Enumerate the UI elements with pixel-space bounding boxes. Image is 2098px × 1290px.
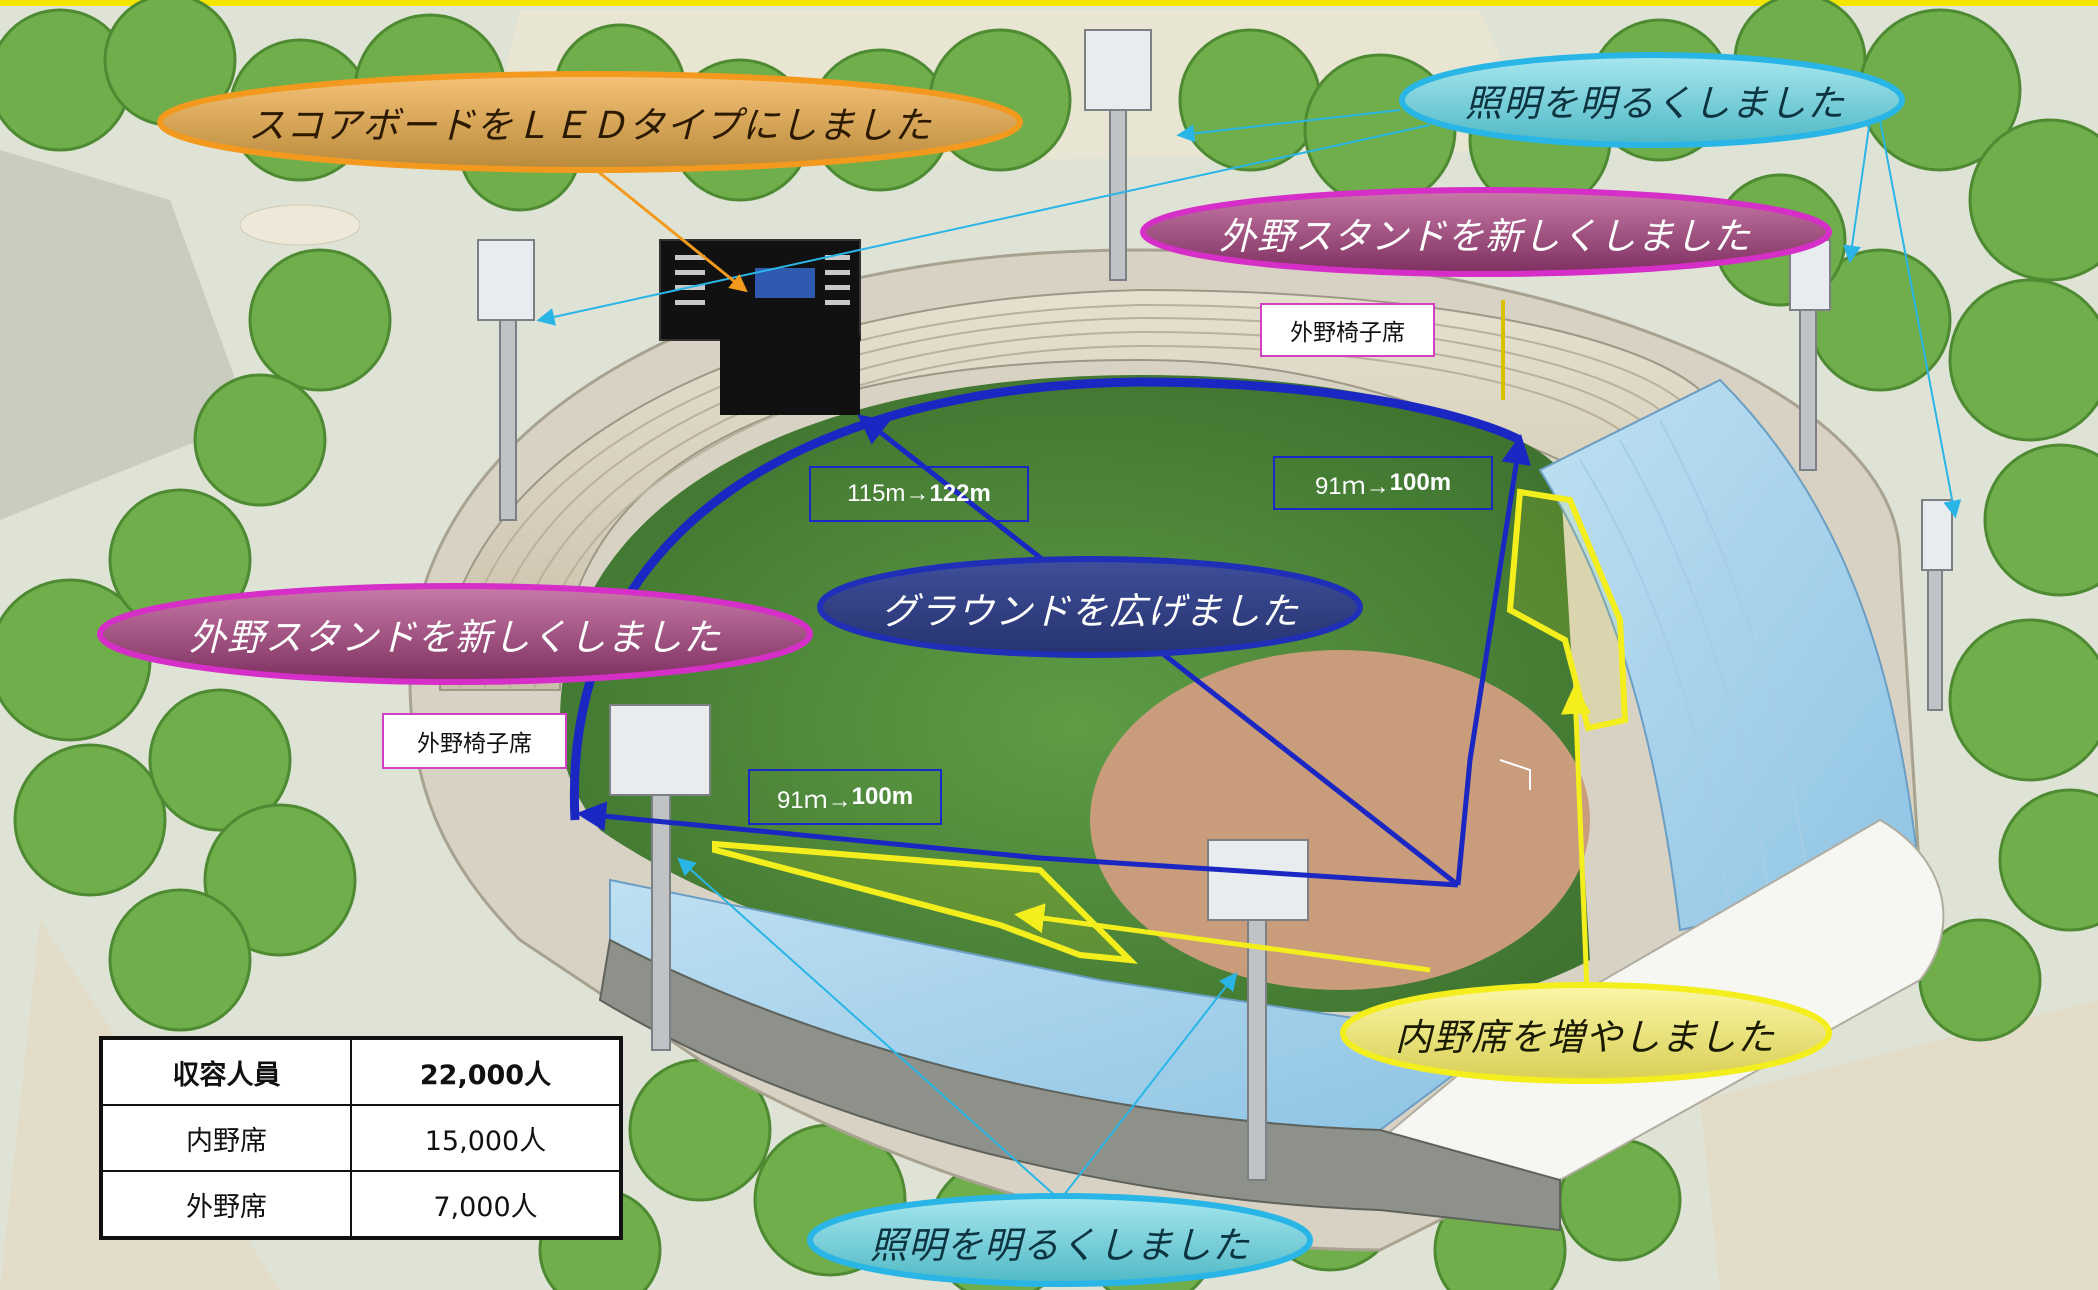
outfield-left-callout: 外野スタンドを新しくしました	[189, 616, 721, 659]
capacity-table: 収容人員 22,000人 内野席 15,000人 外野席 7,000人	[99, 1036, 623, 1240]
stadium-facade	[598, 938, 1561, 1232]
outfield-chairs-left-label: 外野椅子席	[382, 713, 567, 769]
top-accent-bar	[0, 0, 2098, 6]
infield-arrow-third	[1014, 903, 1431, 973]
infield-seats-row: 内野席 15,000人	[100, 1104, 622, 1172]
capacity-total-row: 収容人員 22,000人	[100, 1037, 622, 1106]
capacity-label: 収容人員	[100, 1037, 352, 1106]
left-distance-arrow	[576, 801, 1459, 888]
outfield-right-callout: 外野スタンドを新しくしました	[1219, 215, 1751, 258]
outfield-left-callout-bubble	[97, 583, 813, 685]
right-distance-label: 91ｍ→100m	[1273, 456, 1493, 510]
infield-seats-label: 内野席	[100, 1104, 352, 1172]
outfield-chairs-right-label: 外野椅子席	[1260, 303, 1435, 357]
left-distance-label: 91ｍ→100m	[748, 769, 942, 825]
ground-callout-bubble	[817, 556, 1363, 658]
outfield-seats-row: 外野席 7,000人	[100, 1170, 622, 1239]
scoreboard-callout: スコアボードをＬＥＤタイプにしました	[248, 104, 932, 147]
lighting-bottom-callout: 照明を明るくしました	[870, 1224, 1250, 1267]
scoreboard-callout-bubble	[157, 71, 1023, 173]
ground-callout: グラウンドを広げました	[881, 590, 1299, 633]
infield-seats-callout: 内野席を増やしました	[1395, 1016, 1775, 1059]
lighting-leaders	[536, 109, 1962, 1201]
building-left	[0, 150, 250, 520]
outfield-seats-value: 7,000人	[350, 1170, 622, 1239]
scoreboard	[659, 239, 861, 415]
added-seat-zone-first	[1506, 488, 1629, 732]
scoreboard-leader	[589, 163, 748, 293]
small-plaza	[239, 204, 361, 246]
center-distance-label: 115m→122m	[809, 466, 1029, 522]
path-lower-right	[1700, 1000, 2098, 1290]
lighting-top-callout: 照明を明るくしました	[1465, 82, 1845, 125]
light-towers	[477, 29, 1953, 1181]
lighting-top-callout-bubble	[1399, 52, 1905, 148]
outfield-seats-label: 外野席	[100, 1170, 352, 1239]
infield-seats-value: 15,000人	[350, 1104, 622, 1172]
batter-box	[1499, 759, 1531, 790]
infield-dirt	[1090, 650, 1590, 990]
outfield-right-callout-bubble	[1140, 187, 1832, 277]
capacity-value: 22,000人	[350, 1037, 622, 1106]
right-distance-arrow	[1455, 434, 1532, 886]
first-base-stand-rows	[1579, 419, 1811, 916]
infield-seats-callout-bubble	[1340, 982, 1832, 1084]
infield-arrow-first	[1560, 684, 1591, 1016]
lighting-bottom-callout-bubble	[807, 1193, 1313, 1287]
